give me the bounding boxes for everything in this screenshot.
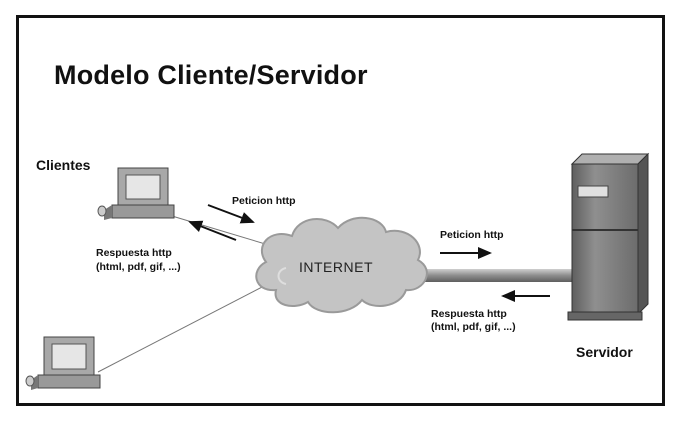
right-response-formats: (html, pdf, gif, ...) [431,321,516,333]
left-request-arrow [207,204,255,224]
left-response-label: Respuesta http [96,247,172,259]
server-label: Servidor [576,344,633,360]
server-connection-pipe [420,269,572,282]
server-icon [567,152,650,321]
clients-label: Clientes [36,157,91,173]
client-computer-icon-2 [25,336,101,390]
left-request-label: Peticion http [232,195,296,207]
internet-label: INTERNET [299,259,373,275]
left-response-formats: (html, pdf, gif, ...) [96,261,181,273]
client1-connection-line [171,215,273,247]
client-computer-icon-1 [97,167,175,220]
right-response-label: Respuesta http [431,308,507,320]
right-request-label: Peticion http [440,229,504,241]
cloud-icon [255,216,428,314]
left-response-arrow [188,220,237,241]
page-title: Modelo Cliente/Servidor [54,60,368,90]
client2-connection-line [97,284,267,373]
